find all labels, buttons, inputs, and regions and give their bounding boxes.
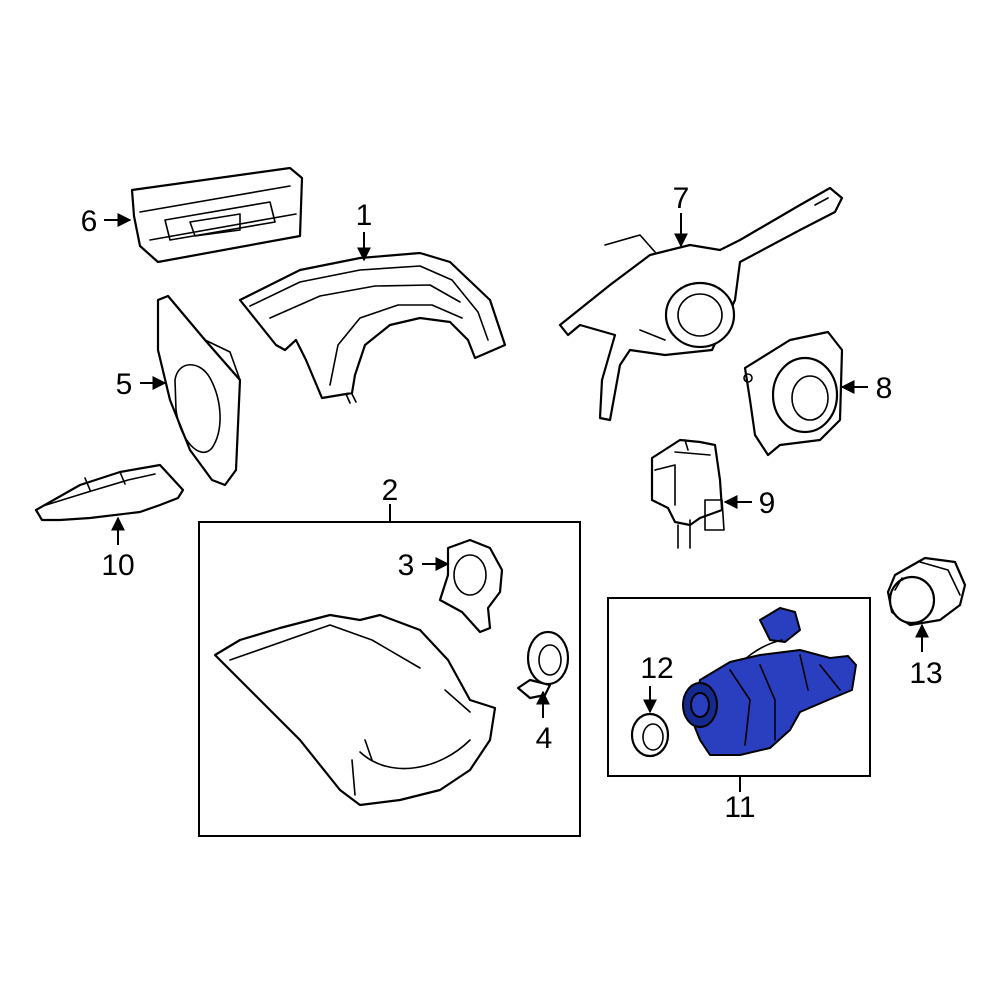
callout-4: 4 <box>536 722 553 755</box>
callout-3: 3 <box>398 549 415 582</box>
callout-13: 13 <box>909 657 942 690</box>
part-4-small-ring[interactable] <box>516 630 570 700</box>
part-10-lower-bracket[interactable] <box>34 463 185 522</box>
leader-lines <box>104 213 929 792</box>
part-6-upper-bracket[interactable] <box>130 166 304 264</box>
part-1-upper-shroud[interactable] <box>238 251 507 404</box>
part-7-combination-switch[interactable] <box>558 186 844 422</box>
part-9-ignition-switch[interactable] <box>650 438 725 549</box>
part-5-side-trim[interactable] <box>156 294 242 487</box>
part-12-seal-ring[interactable] <box>630 712 670 758</box>
part-13-cap[interactable] <box>886 556 967 627</box>
part-3-ring-bracket[interactable] <box>438 538 504 634</box>
callout-10: 10 <box>101 549 134 582</box>
callout-2: 2 <box>382 474 399 507</box>
callout-11: 11 <box>724 791 755 824</box>
part-11-lock-housing[interactable] <box>682 607 857 756</box>
callout-labels: 1 2 3 4 5 6 7 8 9 10 11 12 13 <box>81 182 943 824</box>
part-8-clockspring[interactable] <box>743 330 844 457</box>
callout-12: 12 <box>640 652 673 685</box>
callout-5: 5 <box>116 368 133 401</box>
callout-1: 1 <box>356 199 373 232</box>
callout-9: 9 <box>759 487 776 520</box>
part-2-lower-shroud[interactable] <box>213 613 497 807</box>
callout-8: 8 <box>876 372 893 405</box>
callout-7: 7 <box>673 182 690 215</box>
callout-6: 6 <box>81 205 98 238</box>
